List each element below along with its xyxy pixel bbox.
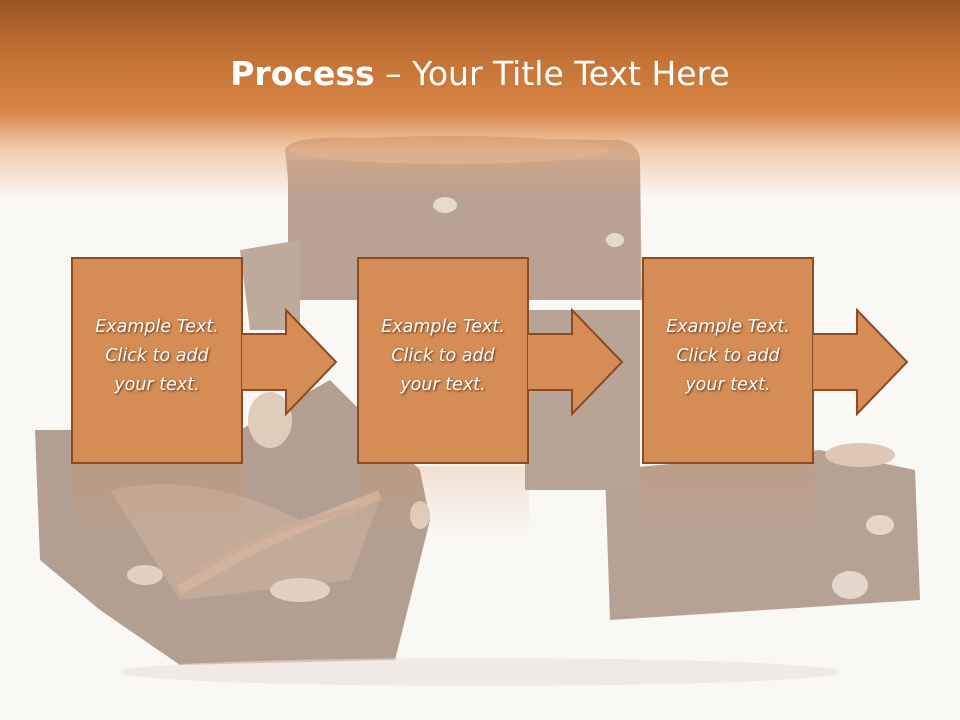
- right-arrow-icon: [528, 308, 624, 416]
- step-3-reflection: [642, 466, 814, 536]
- step-1-text: Example Text. Click to add your text.: [73, 313, 241, 400]
- slide-title-bold: Process: [230, 54, 375, 93]
- step-1-line-1: Example Text.: [95, 317, 219, 337]
- step-2-line-1: Example Text.: [381, 317, 505, 337]
- step-3-line-1: Example Text.: [666, 317, 790, 337]
- step-3-line-3: your text.: [685, 375, 771, 395]
- slide-title-rest: – Your Title Text Here: [374, 54, 730, 93]
- slide-title[interactable]: Process – Your Title Text Here: [0, 52, 960, 96]
- step-2-text: Example Text. Click to add your text.: [359, 313, 527, 400]
- step-2-reflection: [357, 466, 529, 536]
- step-3-text: Example Text. Click to add your text.: [644, 313, 812, 400]
- step-2-line-2: Click to add: [391, 346, 495, 366]
- right-arrow-icon: [813, 308, 909, 416]
- step-1-line-3: your text.: [114, 375, 200, 395]
- step-3-box[interactable]: Example Text. Click to add your text.: [642, 257, 814, 464]
- header-band: [0, 0, 960, 200]
- right-arrow-icon: [242, 308, 338, 416]
- step-3-line-2: Click to add: [676, 346, 780, 366]
- step-1-reflection: [71, 466, 243, 536]
- step-2-box[interactable]: Example Text. Click to add your text.: [357, 257, 529, 464]
- step-1-line-2: Click to add: [105, 346, 209, 366]
- step-1-box[interactable]: Example Text. Click to add your text.: [71, 257, 243, 464]
- step-2-line-3: your text.: [400, 375, 486, 395]
